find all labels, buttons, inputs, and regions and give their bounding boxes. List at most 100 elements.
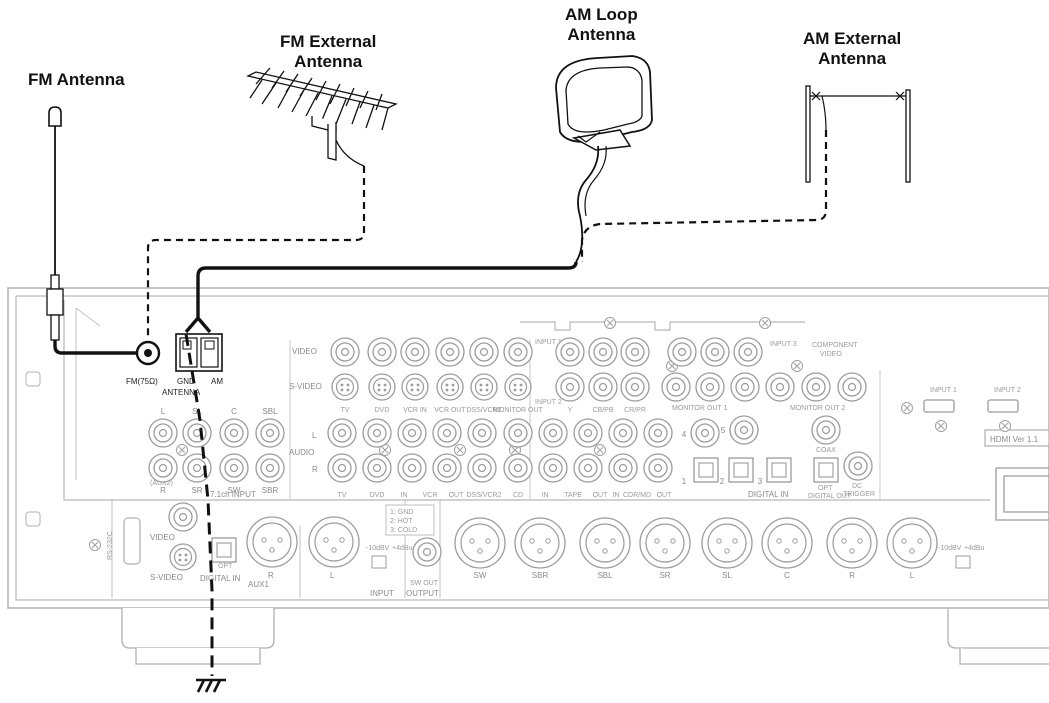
audio-label-0: TV (338, 492, 347, 499)
audio-label-3: VCR (423, 492, 438, 499)
video-jack-label-2: VCR IN (403, 407, 427, 414)
component-in1-jack-0 (555, 337, 585, 367)
monitor-out-jack-5 (837, 372, 867, 402)
audio-l-jack-6 (538, 418, 568, 448)
row-video-label: VIDEO (292, 347, 317, 356)
am-loop-lead (184, 261, 578, 334)
audio-r-jack-1 (362, 453, 392, 483)
row-l-label: L (312, 431, 317, 440)
digital-opt-0 (693, 457, 719, 483)
xlr-out-label-3: SR (659, 571, 670, 580)
level-right-2: +4dBu (964, 545, 985, 552)
audio-r-jack-4 (467, 453, 497, 483)
svideo-jack-5 (504, 373, 532, 401)
level-left-2: +4dBu (392, 545, 413, 552)
xlr-out-label-5: C (784, 571, 790, 580)
opt-digital-in-1: OPT (218, 563, 233, 570)
xlr-out-label-1: SBR (532, 571, 549, 580)
input2-label: INPUT 2 (535, 399, 562, 406)
ch71-input-label: 7.1ch INPUT (210, 490, 256, 499)
video-jack-label-3: VCR OUT (434, 407, 466, 414)
71ch-bottom-label-2: SW (228, 486, 241, 495)
video-jack-label-4: DSS/VCR2 (466, 407, 501, 414)
audio-l-jack-8 (608, 418, 638, 448)
svideo-jack-2 (401, 373, 429, 401)
hdmi-input2-label: INPUT 2 (994, 387, 1021, 394)
row-svideo-label: S-VIDEO (289, 382, 322, 391)
digital-coax-4 (690, 418, 720, 448)
fm-antenna-label: FM Antenna (28, 70, 125, 89)
audio-l-jack-4 (467, 418, 497, 448)
pin-legend-2: 2: HOT (390, 518, 413, 525)
audio-l-jack-9 (643, 418, 673, 448)
audio-label-9: OUT (593, 492, 609, 499)
component-in2-jack-2 (620, 372, 650, 402)
am-external-dashed-lead (580, 130, 828, 262)
video-jack-1 (367, 337, 397, 367)
audio-l-jack-2 (397, 418, 427, 448)
hdmi-input1-label: INPUT 1 (930, 387, 957, 394)
rs232c-label: RS-232C (107, 531, 114, 560)
monitor-out-2-label: MONITOR OUT 2 (790, 405, 845, 412)
input1-label: INPUT 1 (535, 339, 562, 346)
antenna-terminal: FM(75Ω) GND AM ANTENNA (126, 333, 223, 397)
digital-num-4: 3 (758, 477, 763, 486)
audio-l-jack-1 (362, 418, 392, 448)
71ch-top-jack-0 (148, 418, 178, 448)
component-video-label-2: VIDEO (820, 351, 842, 358)
output-label: OUTPUT (406, 589, 439, 598)
component-in3-jack-1 (700, 337, 730, 367)
71ch-bottom-jack-3 (255, 453, 285, 483)
opt-label: OPT (818, 485, 833, 492)
aux1-svideo-jack (169, 543, 197, 571)
xlr-out-label-4: SL (722, 571, 732, 580)
fm-external-antenna (246, 67, 398, 167)
sw-out-jack (412, 537, 442, 567)
monitor-out-jack-4 (801, 372, 831, 402)
svideo-jack-4 (470, 373, 498, 401)
hdmi-ver-label: HDMI Ver 1.1 (990, 435, 1039, 444)
svideo-jack-0 (331, 373, 359, 401)
xlr-out-7 (886, 517, 938, 569)
trigger-label: TRIGGER (843, 491, 875, 498)
fm-antenna (46, 106, 137, 355)
video-jack-label-5: MONITOR OUT (493, 407, 543, 414)
row-audio-label: AUDIO (289, 448, 314, 457)
component-label-1: CB/PB (592, 407, 613, 414)
xlr-out-label-7: L (910, 571, 915, 580)
antenna-terminal-label: ANTENNA (162, 388, 201, 397)
pin-legend-1: 1: GND (390, 509, 413, 516)
xlr-out-label-0: SW (474, 571, 487, 580)
audio-label-11: CDR/MD (623, 492, 651, 499)
audio-r-jack-3 (432, 453, 462, 483)
component-video-label-1: COMPONENT (812, 342, 858, 349)
level-right-1: -10dBV (938, 545, 962, 552)
opt-digital-in-2: DIGITAL IN (200, 574, 241, 583)
71ch-bottom-jack-0 (148, 453, 178, 483)
digital-out-coax (811, 415, 841, 445)
xlr-in-r (246, 516, 298, 568)
video-jack-5 (503, 337, 533, 367)
sw-out-label: SW OUT (410, 580, 439, 587)
audio-label-7: IN (542, 492, 549, 499)
gnd-terminal-label: GND (177, 377, 195, 386)
am-loop-antenna (555, 55, 653, 263)
71ch-bottom-label-1: SR (191, 486, 202, 495)
digital-num-2: 1 (682, 477, 687, 486)
monitor-out-jack-3 (765, 372, 795, 402)
ground-icon (196, 678, 226, 693)
dc-label: DC (852, 483, 862, 490)
71ch-bottom-jack-1 (182, 453, 212, 483)
audio-r-jack-0 (327, 453, 357, 483)
digital-coax-5 (729, 415, 759, 445)
71ch-bottom-label-0: R (160, 486, 166, 495)
71ch-bottom-label-3: SBR (262, 486, 279, 495)
input3-label: INPUT 3 (770, 341, 797, 348)
video-jack-3 (435, 337, 465, 367)
xlr-out-0 (454, 517, 506, 569)
audio-label-10: IN (613, 492, 620, 499)
video-jack-label-1: DVD (375, 407, 390, 414)
